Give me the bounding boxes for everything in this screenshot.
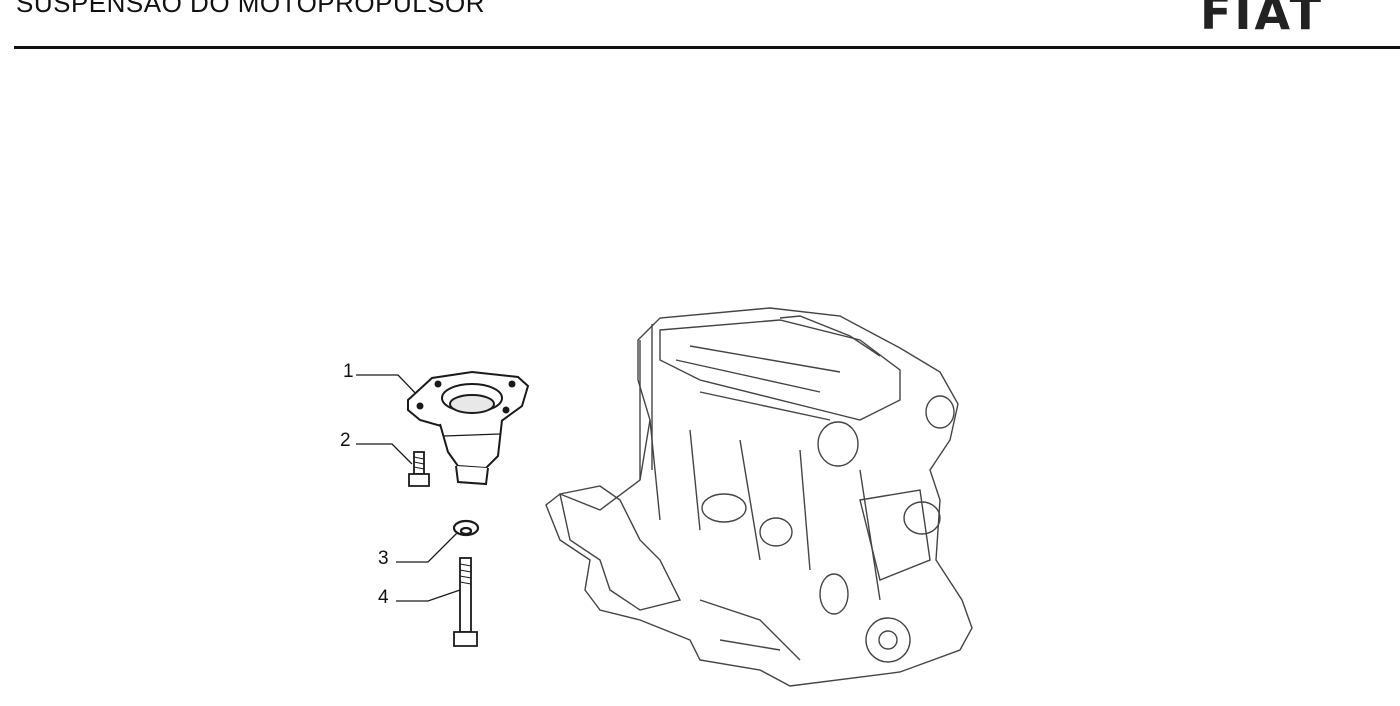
- engine-block: [545, 307, 973, 687]
- part-engine-mount: [407, 370, 530, 486]
- callout-1: 1: [343, 361, 354, 382]
- leader-line-1: [356, 374, 421, 399]
- leader-line-2: [356, 443, 413, 465]
- fiat-logo: FIAT: [1200, 0, 1324, 40]
- leader-line-4: [396, 589, 461, 602]
- callout-4: 4: [378, 587, 389, 608]
- callout-3: 3: [378, 548, 389, 569]
- callout-2: 2: [340, 430, 351, 451]
- part-bolt-small: [408, 451, 430, 487]
- header-rule: [14, 46, 1400, 49]
- part-washer: [452, 519, 480, 537]
- leader-line-3: [396, 531, 459, 563]
- leader-lines: [356, 374, 461, 602]
- page-title: SUSPENSÃO DO MOTOPROPULSOR: [16, 0, 486, 18]
- part-bolt-long: [453, 557, 478, 647]
